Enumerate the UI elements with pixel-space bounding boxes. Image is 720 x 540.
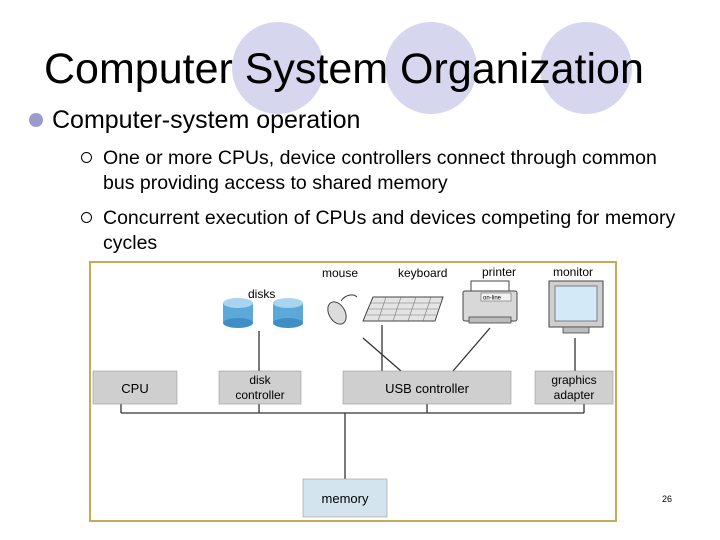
sub-bullet: One or more CPUs, device controllers con… bbox=[81, 146, 683, 196]
disks-icon bbox=[223, 298, 303, 328]
sub-bullet-text: One or more CPUs, device controllers con… bbox=[103, 147, 657, 194]
disk-controller-label-2: controller bbox=[235, 388, 284, 402]
keyboard-icon bbox=[362, 296, 444, 322]
printer-panel-label: on-line bbox=[483, 296, 502, 302]
graphics-adapter-label-2: adapter bbox=[554, 388, 595, 402]
slide-title: Computer System Organization bbox=[44, 45, 644, 93]
keyboard-label: keyboard bbox=[398, 266, 447, 280]
monitor-icon bbox=[548, 280, 604, 334]
memory-box bbox=[302, 478, 388, 518]
disk-controller-label-1: disk bbox=[249, 373, 271, 387]
disks-label: disks bbox=[248, 287, 275, 301]
cpu-box bbox=[92, 370, 178, 405]
decorative-circle bbox=[540, 22, 632, 114]
disk-controller-box bbox=[218, 370, 302, 405]
bullet-ring-icon bbox=[81, 152, 92, 163]
mouse-label: mouse bbox=[322, 266, 358, 280]
graphics-adapter-label-1: graphics bbox=[551, 373, 596, 387]
bus-lines bbox=[120, 325, 585, 479]
mouse-icon bbox=[327, 294, 358, 325]
decorative-circle bbox=[385, 22, 477, 114]
system-diagram-svg: disks mouse keyboard printer monitor bbox=[92, 265, 614, 518]
bullet-dot-icon bbox=[29, 113, 43, 127]
main-bullet-text: Computer-system operation bbox=[52, 106, 361, 134]
monitor-label: monitor bbox=[553, 265, 593, 279]
usb-controller-label: USB controller bbox=[385, 381, 469, 396]
decorative-circle bbox=[232, 22, 324, 114]
memory-label: memory bbox=[322, 491, 369, 506]
main-bullet: Computer-system operation bbox=[29, 104, 361, 136]
printer-icon: on-line bbox=[462, 280, 518, 324]
printer-label: printer bbox=[482, 265, 516, 279]
cpu-label: CPU bbox=[121, 381, 148, 396]
bullet-ring-icon bbox=[81, 212, 92, 223]
page-number: 26 bbox=[662, 494, 673, 504]
graphics-adapter-box bbox=[534, 370, 614, 405]
system-diagram: disks mouse keyboard printer monitor bbox=[89, 261, 617, 522]
sub-bullet-text: Concurrent execution of CPUs and devices… bbox=[103, 207, 676, 254]
usb-controller-box bbox=[342, 370, 512, 405]
sub-bullet: Concurrent execution of CPUs and devices… bbox=[81, 206, 683, 256]
link-printer bbox=[452, 327, 491, 372]
